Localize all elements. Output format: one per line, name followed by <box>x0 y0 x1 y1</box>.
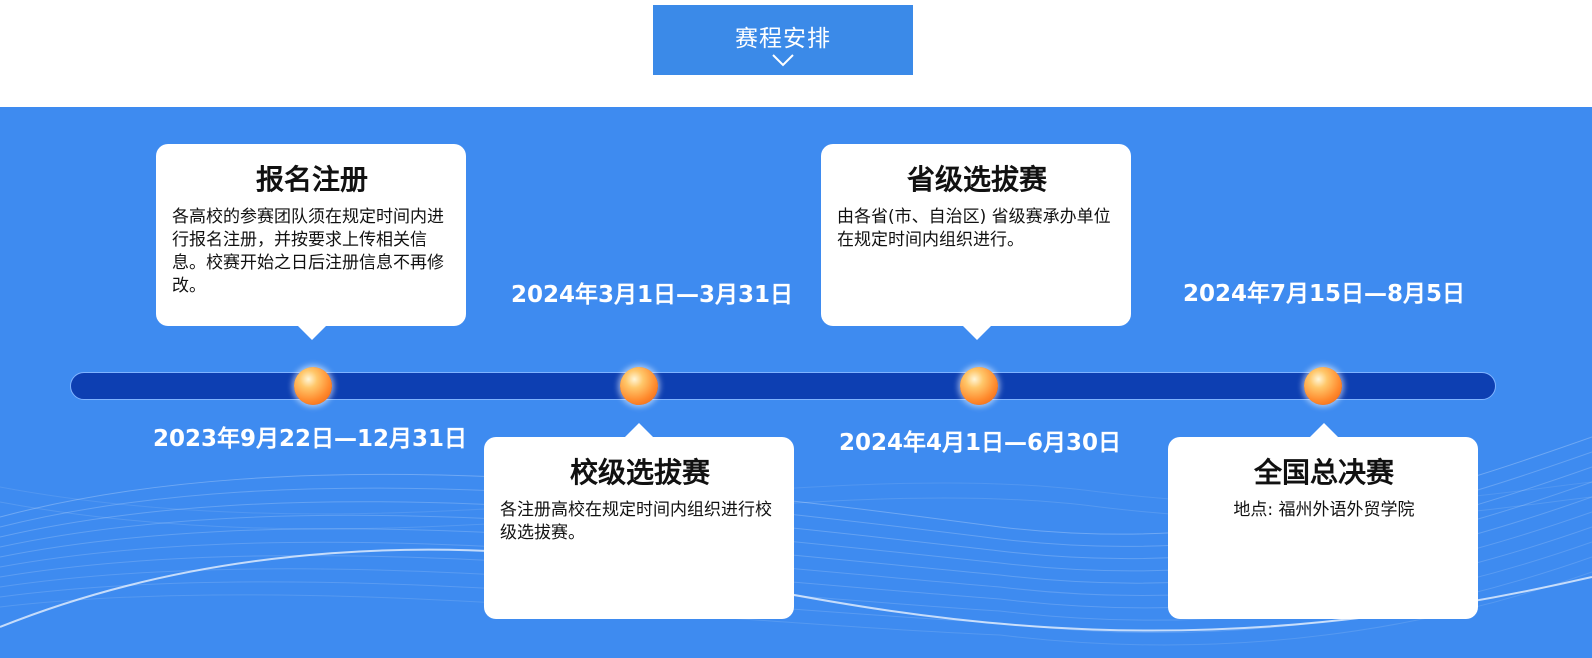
card-pointer <box>625 423 653 437</box>
section-title: 赛程安排 <box>735 26 831 52</box>
stage-card-school-selection: 校级选拔赛 各注册高校在规定时间内组织进行校级选拔赛。 <box>484 437 794 619</box>
stage-card-registration: 报名注册 各高校的参赛团队须在规定时间内进行报名注册，并按要求上传相关信息。校赛… <box>156 144 466 326</box>
stage-title: 省级选拔赛 <box>906 163 1047 196</box>
stage-date: 2024年3月1日—3月31日 <box>510 282 794 308</box>
timeline-node <box>620 367 658 405</box>
card-pointer <box>963 326 991 340</box>
stage-title: 全国总决赛 <box>1253 456 1394 489</box>
stage-description: 各注册高校在规定时间内组织进行校级选拔赛。 <box>500 500 772 543</box>
stage-description: 由各省(市、自治区) 省级赛承办单位在规定时间内组织进行。 <box>837 207 1111 250</box>
stage-card-national-final: 全国总决赛 地点: 福州外语外贸学院 <box>1168 437 1478 619</box>
stage-date: 2024年4月1日—6月30日 <box>838 430 1122 456</box>
section-header-tab: 赛程安排 <box>653 5 913 75</box>
timeline-track <box>70 372 1496 400</box>
timeline-node <box>294 367 332 405</box>
timeline-node <box>960 367 998 405</box>
card-pointer <box>298 326 326 340</box>
stage-card-provincial-selection: 省级选拔赛 由各省(市、自治区) 省级赛承办单位在规定时间内组织进行。 <box>821 144 1131 326</box>
card-pointer <box>1310 423 1338 437</box>
stage-title: 校级选拔赛 <box>569 456 710 489</box>
stage-description: 地点: 福州外语外贸学院 <box>1233 500 1415 520</box>
timeline-node <box>1304 367 1342 405</box>
stage-date: 2023年9月22日—12月31日 <box>152 426 468 452</box>
stage-description: 各高校的参赛团队须在规定时间内进行报名注册，并按要求上传相关信息。校赛开始之日后… <box>172 207 444 296</box>
stage-date: 2024年7月15日—8月5日 <box>1182 281 1466 307</box>
chevron-down-icon <box>772 54 794 67</box>
stage-title: 报名注册 <box>255 163 368 196</box>
